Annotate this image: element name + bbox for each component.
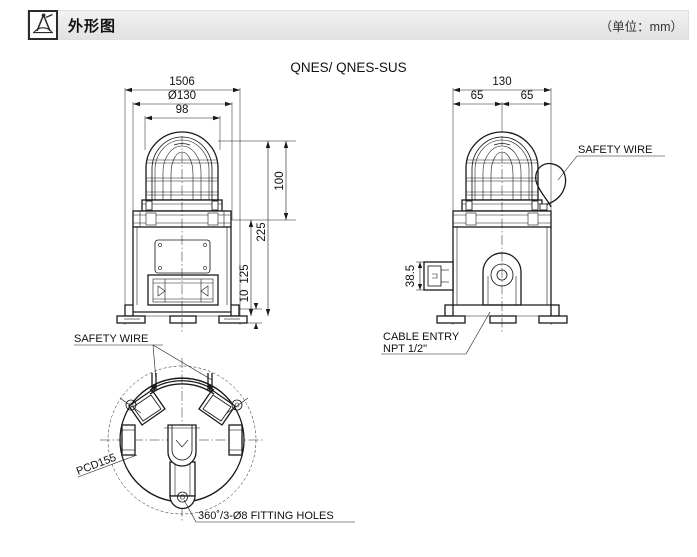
safety-wire-label-bottom: SAFETY WIRE [74,333,148,345]
dim-label-dome-diameter: Ø130 [168,90,196,102]
plan-cable-entry-boss [164,424,200,467]
dimension-dome-inner-width: 98 [145,104,220,121]
dim-label-body-height: 125 [239,264,251,283]
plan-side-pads [121,424,243,456]
plan-bracket-left [119,389,166,426]
dimension-overall-height: 225 [256,141,271,316]
dimension-cable-entry-height: 38.5 [405,261,430,291]
dimension-side-halves: 65 65 [453,90,551,107]
side-mounting-base [436,304,568,324]
side-view: 130 65 65 [381,76,665,355]
dim-label-dome-height: 100 [274,171,286,190]
drawing-model-title: QNES/ QNES-SUS [290,60,407,75]
cable-entry-block [423,261,454,291]
unit-note: （单位：mm） [599,20,683,34]
drafting-compass-icon [28,10,58,40]
dim-label-overall-width-outer: 1506 [169,76,195,88]
front-view-extension-lines [124,88,241,325]
safety-wire-label-side: SAFETY WIRE [578,144,652,156]
dim-label-side-left-half: 65 [471,90,484,102]
cable-entry-label-line1: CABLE ENTRY [383,331,460,343]
plan-bottom-boss [169,461,196,510]
body-nameplate [154,239,211,274]
page-title: 外形图 [68,18,117,35]
dimension-side-overall-width: 130 [453,76,551,93]
dim-label-base-height: 10 [239,290,251,303]
safety-wire-callout-side: SAFETY WIRE [557,144,665,181]
fitting-holes-callout: 360˚/3-Ø8 FITTING HOLES [183,499,355,523]
front-view: 1506 Ø130 98 [116,76,296,332]
safety-wire-callout-bottom: SAFETY WIRE [74,333,213,381]
safety-wire-loop [535,162,567,211]
dimension-overall-width-outer: 1506 [125,76,240,93]
dimension-dome-diameter: Ø130 [133,90,232,107]
dim-label-side-overall-width: 130 [492,76,511,88]
dimension-base-height: 10 [239,290,262,329]
dim-label-side-right-half: 65 [521,90,534,102]
dimension-body-height: 125 [239,220,254,316]
dim-label-cable-entry-height: 38.5 [405,265,417,287]
dim-label-dome-inner-width: 98 [176,104,189,116]
cable-entry-label-line2: NPT 1/2" [383,343,427,355]
plan-fitting-hole [177,491,188,503]
dim-label-overall-height: 225 [256,222,268,241]
body-housing [132,227,232,305]
plan-safety-wire-arcs [149,373,215,395]
cable-entry-boss [482,252,522,306]
terminal-box [147,274,219,306]
mounting-base [116,304,248,324]
dimension-dome-height: 100 [218,140,296,221]
bottom-plan-view: SAFETY WIRE PCD155 360˚/3-Ø8 FITTING HOL… [74,333,355,523]
fitting-holes-label: 360˚/3-Ø8 FITTING HOLES [198,510,334,522]
plan-safety-wire-brackets [119,389,249,426]
section-header-bar [27,10,689,40]
pcd-label: PCD155 [75,452,118,478]
cable-entry-callout: CABLE ENTRY NPT 1/2" [381,311,491,355]
plan-bracket-right [198,389,249,426]
